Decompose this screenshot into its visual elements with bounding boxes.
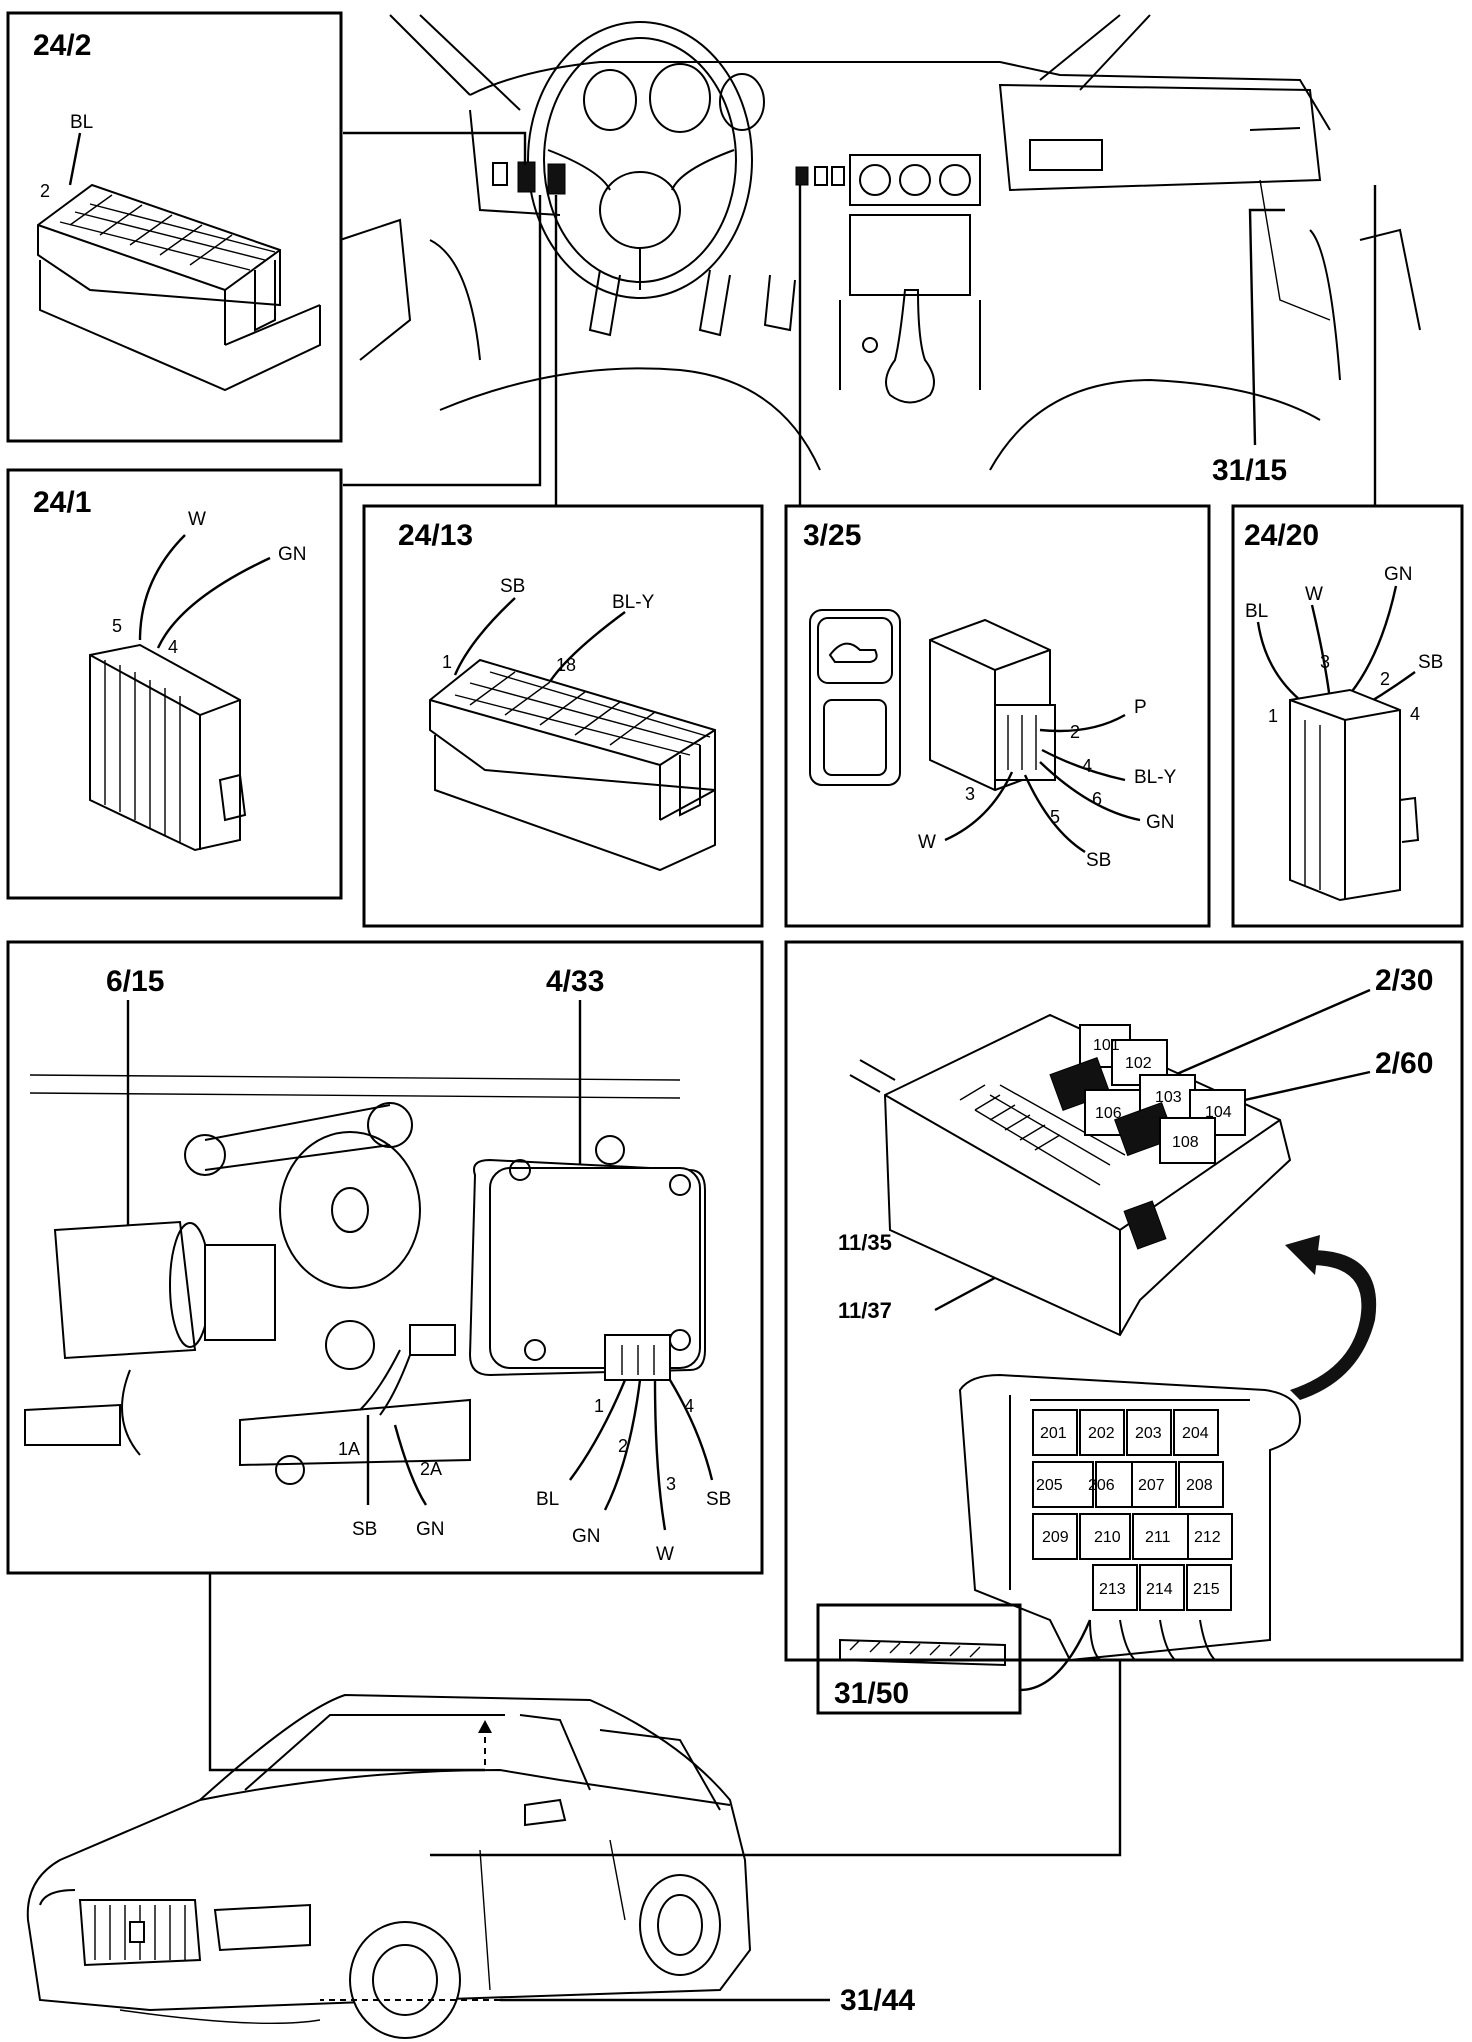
pin-label-4: 4: [684, 1396, 694, 1416]
pin-label-5: 5: [1050, 807, 1060, 827]
relay-label-208: 208: [1186, 1477, 1213, 1494]
wire-label-sb: SB: [1418, 652, 1443, 673]
component-code-24-20: 24/20: [1244, 519, 1319, 552]
relay-label-104: 104: [1205, 1104, 1232, 1121]
wire-label-sb: SB: [500, 576, 525, 597]
component-code-2-60: 2/60: [1375, 1047, 1433, 1080]
pin-label-1a: 1A: [338, 1439, 360, 1459]
component-code-31-50: 31/50: [834, 1677, 909, 1710]
relay-label-205: 205: [1036, 1477, 1063, 1494]
relay-label-204: 204: [1182, 1425, 1209, 1442]
component-box-24-20: 24/20 BL W GN SB 3 2 1 4: [1231, 504, 1464, 928]
pin-label-1: 1: [1268, 706, 1278, 726]
wire-label-gn: GN: [416, 1519, 445, 1540]
component-code-24-13: 24/13: [398, 519, 473, 552]
pin-label-18: 18: [556, 655, 576, 675]
component-box-24-2: 24/2 BL 2: [6, 11, 343, 443]
dashboard-illustration: [339, 14, 1421, 471]
component-code-31-15: 31/15: [1212, 454, 1287, 487]
relay-label-214: 214: [1146, 1581, 1173, 1598]
relay-label-106: 106: [1095, 1105, 1122, 1122]
relay-label-202: 202: [1088, 1425, 1115, 1442]
wire-label-bl: BL: [536, 1489, 559, 1510]
component-code-24-2: 24/2: [33, 29, 91, 62]
wire-label-bl: BL: [70, 112, 93, 133]
relay-label-215: 215: [1193, 1581, 1220, 1598]
component-code-4-33: 4/33: [546, 965, 604, 998]
wire-label-p: P: [1134, 697, 1147, 718]
component-code-6-15: 6/15: [106, 965, 164, 998]
relay-label-209: 209: [1042, 1529, 1069, 1546]
wire-label-w: W: [188, 509, 206, 530]
wire-label-bl-y: BL-Y: [612, 592, 655, 613]
pin-label-2: 2: [1070, 722, 1080, 742]
pin-label-2: 2: [1380, 669, 1390, 689]
wire-label-sb: SB: [1086, 850, 1111, 871]
pin-label-6: 6: [1092, 789, 1102, 809]
component-code-11-37: 11/37: [838, 1298, 892, 1323]
pin-label-1: 1: [442, 652, 452, 672]
pin-label-2: 2: [40, 181, 50, 201]
pin-label-5: 5: [112, 616, 122, 636]
component-box-relay-central: 2/30 2/60 11/35 11/37 101 102 103 104 10…: [784, 940, 1464, 1715]
wire-label-bl: BL: [1245, 601, 1268, 622]
wire-label-w: W: [656, 1544, 674, 1565]
component-code-3-25: 3/25: [803, 519, 861, 552]
relay-label-201: 201: [1040, 1425, 1067, 1442]
wire-label-gn: GN: [572, 1526, 601, 1547]
leader-lines: [208, 131, 1377, 2002]
relay-label-213: 213: [1099, 1581, 1126, 1598]
relay-label-103: 103: [1155, 1089, 1182, 1106]
relay-grid-2xx: 201 202 203 204 205 206 207 208 209 210 …: [1032, 1409, 1233, 1611]
relay-label-212: 212: [1194, 1529, 1221, 1546]
component-code-2-30: 2/30: [1375, 964, 1433, 997]
component-code-31-44: 31/44: [840, 1984, 915, 2017]
wire-label-sb: SB: [352, 1519, 377, 1540]
relay-label-211: 211: [1145, 1529, 1171, 1546]
component-box-24-1: 24/1 W GN 5 4: [6, 468, 343, 900]
wire-label-w: W: [918, 832, 936, 853]
pin-label-4: 4: [168, 637, 178, 657]
relay-108: [1159, 1117, 1216, 1164]
wire-label-w: W: [1305, 584, 1323, 605]
pin-label-1: 1: [594, 1396, 604, 1416]
pin-label-3: 3: [965, 784, 975, 804]
wire-label-gn: GN: [1146, 812, 1175, 833]
leader-31-15: [1248, 208, 1285, 446]
pin-label-4: 4: [1410, 704, 1420, 724]
component-code-24-1: 24/1: [33, 486, 91, 519]
component-box-24-13: 24/13 SB BL-Y 1 18: [362, 504, 764, 928]
pin-label-4: 4: [1082, 756, 1092, 776]
relay-label-203: 203: [1135, 1425, 1162, 1442]
wire-label-gn: GN: [278, 544, 307, 565]
wire-label-bl-y: BL-Y: [1134, 767, 1177, 788]
car-illustration: [26, 1693, 752, 2039]
relay-label-210: 210: [1094, 1529, 1121, 1546]
relay-label-102: 102: [1125, 1055, 1152, 1072]
component-box-6-15-4-33: 6/15 4/33 1A 2A: [6, 940, 764, 1575]
component-box-3-25: 3/25 2 4 6 3 5 P BL-Y GN W SB: [784, 504, 1211, 928]
pin-label-2: 2: [618, 1436, 628, 1456]
relay-label-108: 108: [1172, 1134, 1199, 1151]
relay-label-101: 101: [1093, 1037, 1120, 1054]
wire-label-sb: SB: [706, 1489, 731, 1510]
pin-label-3: 3: [666, 1474, 676, 1494]
relay-label-207: 207: [1138, 1477, 1165, 1494]
component-code-11-35: 11/35: [838, 1230, 892, 1255]
relay-label-206: 206: [1088, 1477, 1115, 1494]
wire-label-gn: GN: [1384, 564, 1413, 585]
pin-label-2a: 2A: [420, 1459, 442, 1479]
